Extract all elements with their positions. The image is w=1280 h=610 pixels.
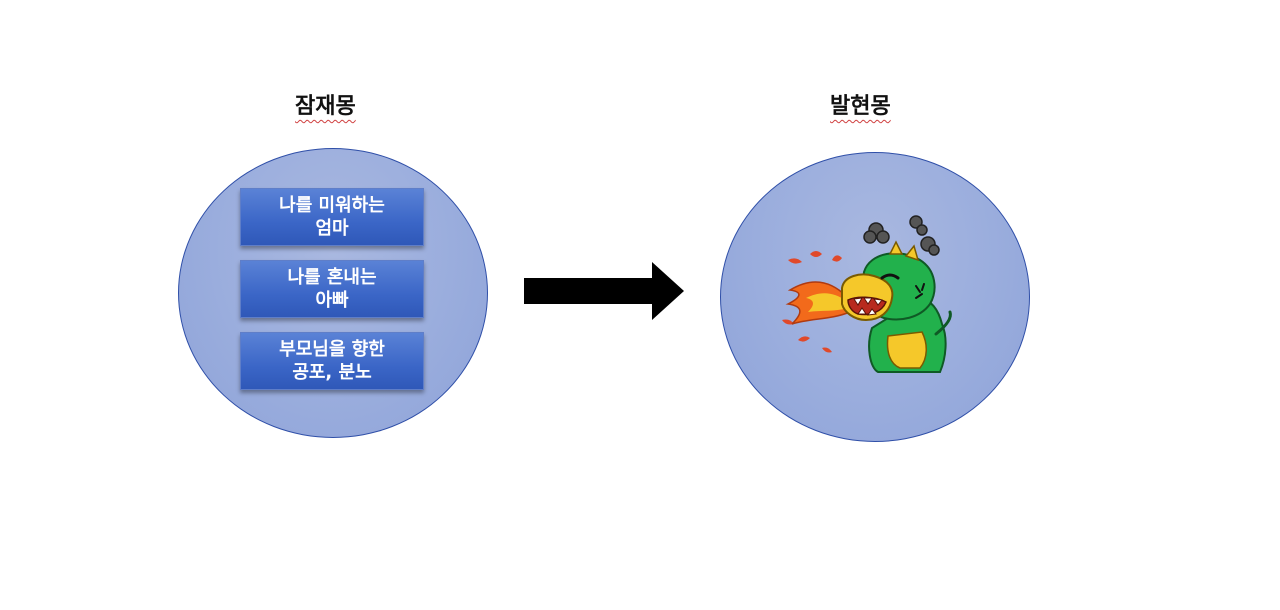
latent-item-box: 부모님을 향한 공포, 분노 xyxy=(240,332,424,390)
latent-item-box: 나를 혼내는 아빠 xyxy=(240,260,424,318)
latent-item-line1: 나를 혼내는 xyxy=(287,267,377,288)
manifest-dream-heading: 발현몽 xyxy=(830,94,891,119)
fire-breathing-dinosaur-icon xyxy=(782,215,952,373)
latent-item-line1: 나를 미워하는 xyxy=(279,195,385,216)
latent-item-box: 나를 미워하는 엄마 xyxy=(240,188,424,246)
latent-item-line2: 엄마 xyxy=(315,218,349,239)
latent-item-line1: 부모님을 향한 xyxy=(279,339,385,360)
latent-item-line2: 아빠 xyxy=(315,290,349,311)
right-arrow-icon xyxy=(524,262,684,320)
latent-dream-heading: 잠재몽 xyxy=(295,94,356,119)
latent-item-line2: 공포, 분노 xyxy=(292,362,372,383)
